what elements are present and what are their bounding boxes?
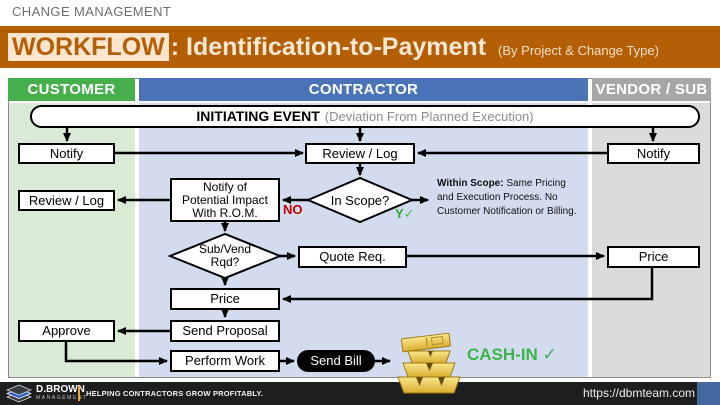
footer-tagline: HELPING CONTRACTORS GROW PROFITABLY. bbox=[86, 389, 264, 398]
within-scope-bold: Within Scope: bbox=[437, 178, 504, 189]
initiating-event-subtitle: (Deviation From Planned Execution) bbox=[324, 108, 534, 124]
dbrown-logo-icon bbox=[6, 384, 32, 403]
sub-vend-line-2: Rqd? bbox=[210, 255, 240, 269]
node-notify-customer: Notify bbox=[18, 143, 115, 164]
yes-letter: Y bbox=[395, 206, 404, 221]
title-banner: WORKFLOW : Identification-to-Payment (By… bbox=[0, 26, 720, 68]
rom-line-1: Notify of bbox=[202, 179, 247, 194]
within-scope-line3: Customer Notification or Billing. bbox=[437, 206, 577, 217]
banner-subtitle: (By Project & Change Type) bbox=[498, 43, 659, 58]
cash-in-label: CASH-IN ✓ bbox=[467, 345, 557, 364]
footer-brand-sub: MANAGEMENT bbox=[36, 395, 88, 401]
initiating-event-pill: INITIATING EVENT (Deviation From Planned… bbox=[30, 105, 700, 128]
lane-header-vendor: VENDOR / SUB bbox=[592, 78, 711, 101]
lane-header-customer-label: CUSTOMER bbox=[27, 81, 116, 98]
node-send-bill: Send Bill bbox=[297, 350, 375, 372]
node-rom: Notify of Potential Impact With R.O.M. bbox=[170, 178, 280, 222]
node-quote-req: Quote Req. bbox=[298, 246, 407, 268]
no-label: NO bbox=[283, 202, 303, 217]
rom-line-2: Potential Impact bbox=[181, 192, 269, 207]
lane-header-contractor-label: CONTRACTOR bbox=[308, 81, 419, 98]
node-perform-work: Perform Work bbox=[170, 350, 280, 372]
footer-bar: D.BROWN MANAGEMENT HELPING CONTRACTORS G… bbox=[0, 382, 720, 405]
node-notify-vendor: Notify bbox=[607, 143, 700, 164]
footer-url[interactable]: https://dbmteam.com bbox=[582, 386, 695, 400]
node-send-proposal: Send Proposal bbox=[170, 320, 280, 342]
node-approve: Approve bbox=[18, 320, 115, 342]
lane-header-contractor: CONTRACTOR bbox=[139, 78, 588, 101]
gold-bars-icon bbox=[397, 332, 461, 394]
node-review-log-contractor: Review / Log bbox=[305, 143, 415, 164]
sub-vend-label: Sub/Vend Rqd? bbox=[175, 243, 275, 269]
yes-check-icon: ✓ bbox=[403, 206, 415, 221]
banner-title: : Identification-to-Payment bbox=[170, 32, 487, 61]
page-kicker: CHANGE MANAGEMENT bbox=[12, 4, 172, 19]
lane-header-customer: CUSTOMER bbox=[8, 78, 135, 101]
node-review-log-customer: Review / Log bbox=[18, 190, 115, 211]
within-scope-line1: Same Pricing bbox=[503, 178, 566, 189]
lane-header-vendor-label: VENDOR / SUB bbox=[595, 81, 708, 98]
footer-brand: D.BROWN bbox=[36, 384, 85, 395]
banner-highlight: WORKFLOW bbox=[8, 32, 169, 62]
node-price-vendor: Price bbox=[607, 246, 700, 268]
within-scope-note: Within Scope: Same Pricing and Execution… bbox=[437, 177, 577, 219]
within-scope-line2: and Execution Process. No bbox=[437, 192, 558, 203]
initiating-event-title: INITIATING EVENT bbox=[196, 108, 320, 125]
rom-line-3: With R.O.M. bbox=[192, 205, 258, 220]
yes-label: Y✓ bbox=[395, 206, 415, 222]
node-price-contractor: Price bbox=[170, 288, 280, 310]
footer-corner-square bbox=[697, 382, 720, 405]
footer-separator bbox=[78, 386, 80, 401]
